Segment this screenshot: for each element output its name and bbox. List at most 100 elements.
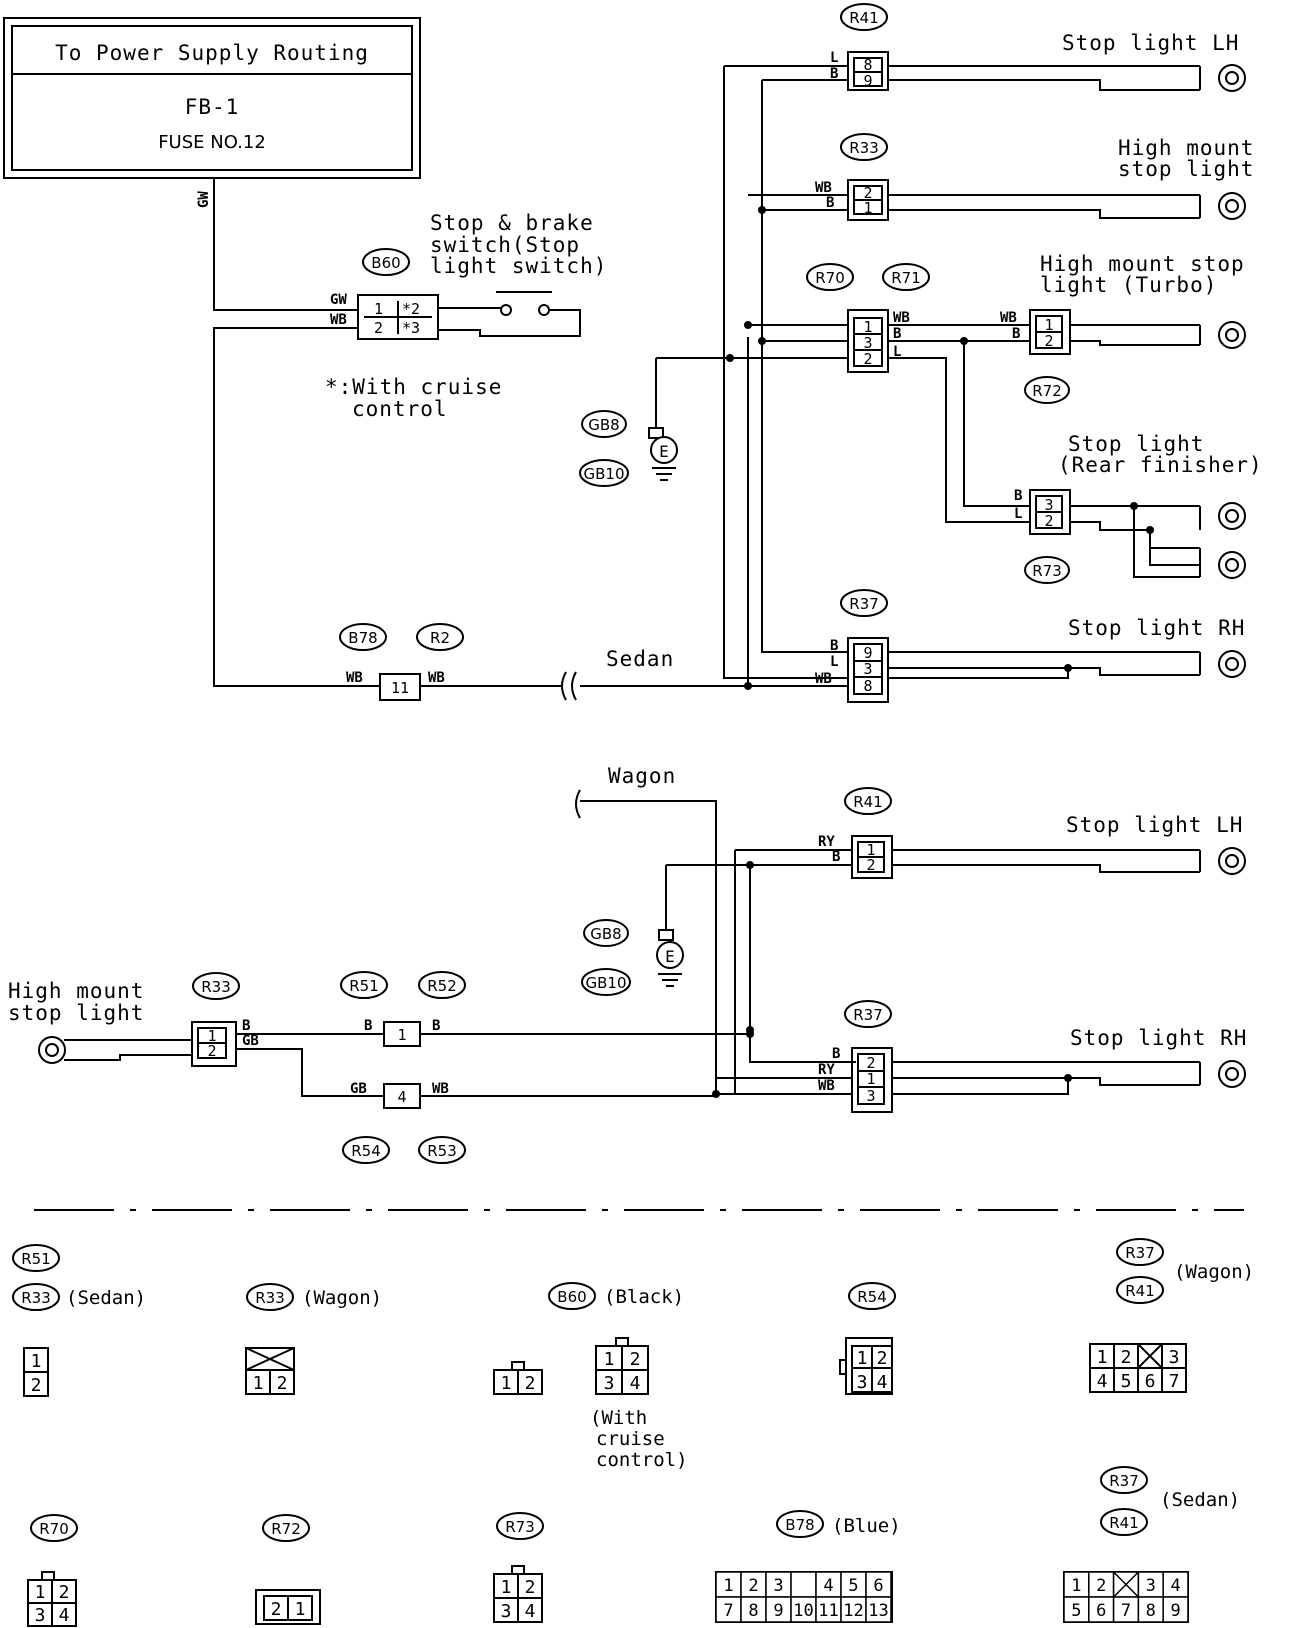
pin-10: 10 bbox=[793, 1601, 813, 1621]
wire-label-b: B bbox=[832, 1046, 840, 1062]
connector-id-r72: R72 bbox=[271, 1520, 301, 1538]
wire-label-wb: WB bbox=[432, 1081, 449, 1097]
connector-id-b78: B78 bbox=[785, 1516, 814, 1534]
connector-id-gb8: GB8 bbox=[590, 925, 621, 943]
bulb-icon bbox=[1218, 321, 1246, 349]
stop-light-rh-sedan: Stop light RH bbox=[1068, 616, 1245, 640]
pin-1: 1 bbox=[295, 1599, 306, 1620]
wire-label-wb: WB bbox=[815, 671, 832, 687]
bulb-icon bbox=[1218, 64, 1246, 92]
power-box-fuse: FUSE NO.12 bbox=[158, 132, 266, 153]
pin-9: 9 bbox=[863, 644, 872, 662]
pin-13: 13 bbox=[868, 1601, 888, 1621]
pin-3: 3 bbox=[604, 1373, 615, 1394]
bulb-icon bbox=[38, 1036, 66, 1064]
pin-2: 2 bbox=[1044, 512, 1053, 530]
pin-5: 5 bbox=[848, 1576, 858, 1596]
earth-symbol: E bbox=[659, 442, 669, 461]
connector-r51-r52: R51 R52 1 B B bbox=[340, 971, 466, 1047]
connector-r33-wagon: R33 1 2 B GB bbox=[191, 972, 259, 1067]
pin-3: 3 bbox=[863, 660, 872, 678]
legend-r33-wagon: R33 (Wagon) 1 2 bbox=[245, 1283, 382, 1395]
bulb-icon bbox=[1218, 650, 1246, 678]
bulb-icon bbox=[1218, 1060, 1246, 1088]
switch-pin: *2 bbox=[402, 300, 420, 318]
pin-6: 6 bbox=[873, 1576, 883, 1596]
pin-2: 2 bbox=[630, 1349, 641, 1370]
pin-2: 2 bbox=[863, 184, 872, 202]
connector-r33-sedan: R33 2 1 WB B bbox=[815, 133, 889, 221]
pin-3: 3 bbox=[501, 1601, 512, 1622]
pin-4: 4 bbox=[877, 1372, 888, 1393]
pin-5: 5 bbox=[1121, 1371, 1132, 1392]
connector-id-b78: B78 bbox=[348, 629, 377, 647]
legend-r73: R73 1 2 3 4 bbox=[493, 1512, 544, 1623]
pin-9: 9 bbox=[1170, 1601, 1180, 1621]
bulb-icon bbox=[1218, 847, 1246, 875]
pin-1: 1 bbox=[31, 1351, 42, 1372]
pin-1: 1 bbox=[501, 1577, 512, 1598]
wire-label-b: B bbox=[832, 849, 840, 865]
pin-9: 9 bbox=[773, 1601, 783, 1621]
pin-6: 6 bbox=[1145, 1371, 1156, 1392]
pin-1: 1 bbox=[604, 1349, 615, 1370]
legend-r51-r33-sedan: R51 R33 (Sedan) 1 2 bbox=[12, 1244, 146, 1397]
pin-3: 3 bbox=[857, 1372, 868, 1393]
connector-id-r33: R33 bbox=[255, 1289, 285, 1307]
connector-id-r70: R70 bbox=[39, 1520, 69, 1538]
pin-1: 1 bbox=[207, 1027, 216, 1045]
wire-label-b: B bbox=[1014, 488, 1022, 504]
pin-1: 1 bbox=[1044, 316, 1053, 334]
connector-id-gb10: GB10 bbox=[583, 465, 624, 483]
legend-b60-black: B60 (Black) 1 2 1 2 3 4 (With cruise con… bbox=[493, 1282, 688, 1471]
connector-id-r41: R41 bbox=[849, 9, 879, 27]
pin-2: 2 bbox=[525, 1577, 536, 1598]
pin-2: 2 bbox=[207, 1042, 216, 1060]
pin-2: 2 bbox=[271, 1599, 282, 1620]
wire-label-b: B bbox=[830, 66, 838, 82]
legend-with-1: (With bbox=[590, 1407, 647, 1429]
wire-label-l: L bbox=[1014, 506, 1022, 522]
pin-3: 3 bbox=[1044, 496, 1053, 514]
pin-2: 2 bbox=[525, 1373, 536, 1394]
connector-id-r52: R52 bbox=[427, 977, 457, 995]
stop-brake-switch: GW WB 1 *2 2 *3 Stop & brake switch(Stop… bbox=[325, 211, 606, 421]
connector-id-r37: R37 bbox=[1109, 1472, 1139, 1490]
pin-4: 4 bbox=[630, 1373, 641, 1394]
legend-r70: R70 1 2 3 4 bbox=[27, 1514, 78, 1627]
switch-pin: *3 bbox=[402, 319, 420, 337]
power-box-fb: FB-1 bbox=[185, 95, 240, 119]
pin-11: 11 bbox=[391, 679, 409, 697]
pin-2: 2 bbox=[277, 1373, 288, 1394]
pin-4: 4 bbox=[1097, 1371, 1108, 1392]
legend-r72: R72 2 1 bbox=[255, 1514, 321, 1625]
wire-label-b: B bbox=[893, 326, 901, 342]
connector-id-r70: R70 bbox=[815, 269, 845, 287]
connector-id-r2: R2 bbox=[430, 629, 450, 647]
connector-id-b60: B60 bbox=[371, 254, 400, 272]
earth-sedan: GB8 GB10 E bbox=[579, 410, 678, 487]
pin-1: 1 bbox=[253, 1373, 264, 1394]
legend-grid-7: 1 2 3 4 5 6 7 bbox=[1089, 1343, 1187, 1393]
pin-1: 1 bbox=[397, 1026, 406, 1044]
pin-1: 1 bbox=[723, 1576, 733, 1596]
pin-1: 1 bbox=[863, 199, 872, 217]
wire-label-wb-1: WB bbox=[330, 312, 347, 328]
pin-2: 2 bbox=[1044, 332, 1053, 350]
stop-light-lh-sedan: Stop light LH bbox=[1062, 31, 1239, 55]
high-mount-wagon-2: stop light bbox=[8, 1001, 144, 1025]
pin-1: 1 bbox=[863, 318, 872, 336]
pin-4: 4 bbox=[525, 1601, 536, 1622]
switch-pin: 1 bbox=[374, 300, 383, 318]
legend-with-2: cruise bbox=[596, 1428, 665, 1450]
connector-id-r41: R41 bbox=[1125, 1282, 1155, 1300]
connector-id-r51: R51 bbox=[349, 977, 379, 995]
pin-8: 8 bbox=[863, 677, 872, 695]
pin-1: 1 bbox=[1097, 1347, 1108, 1368]
pin-3: 3 bbox=[1169, 1347, 1180, 1368]
wire-label-b: B bbox=[826, 195, 834, 211]
wire-label-ry: RY bbox=[818, 1062, 835, 1078]
connector-id-r33: R33 bbox=[21, 1289, 51, 1307]
